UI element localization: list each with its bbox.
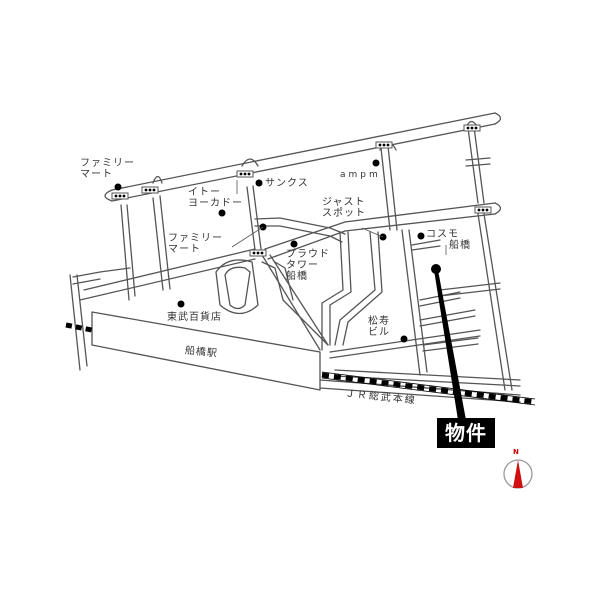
property-marker [431, 264, 466, 420]
marker-shoju-building [400, 335, 408, 343]
compass-north-label: N [513, 448, 519, 456]
label-cosmo: コスモ [426, 229, 459, 240]
marker-cosmo [417, 232, 425, 240]
label-shoju-building: 松寿 ビル [368, 316, 390, 338]
marker-sunkus [255, 179, 263, 187]
railway-tracks [65, 322, 536, 406]
label-proud-tower: プラウド タワー 船橋 [286, 249, 330, 282]
label-family-mart-north: ファミリー マート [80, 158, 135, 180]
label-ampm: ampm [340, 170, 381, 180]
label-funabashi-cosmo: 船橋 [449, 240, 471, 251]
property-label: 物件 [437, 418, 495, 448]
label-tobu: 東武百貨店 [167, 312, 222, 323]
marker-family-mart-north [114, 183, 122, 191]
label-family-mart-south: ファミリー マート [168, 233, 223, 255]
marker-ampm [372, 159, 380, 167]
label-ito-yokado: イトー ヨーカドー [188, 187, 243, 209]
landmark-markers [114, 159, 425, 343]
marker-proud-tower [290, 240, 298, 248]
marker-tobu [177, 300, 185, 308]
leader-lines [231, 180, 447, 255]
label-sunkus: サンクス [265, 178, 309, 189]
label-just-spot: ジャスト スポット [322, 197, 366, 219]
compass-icon [503, 459, 533, 489]
marker-ito-yokado [218, 209, 226, 217]
traffic-signals [111, 124, 492, 257]
